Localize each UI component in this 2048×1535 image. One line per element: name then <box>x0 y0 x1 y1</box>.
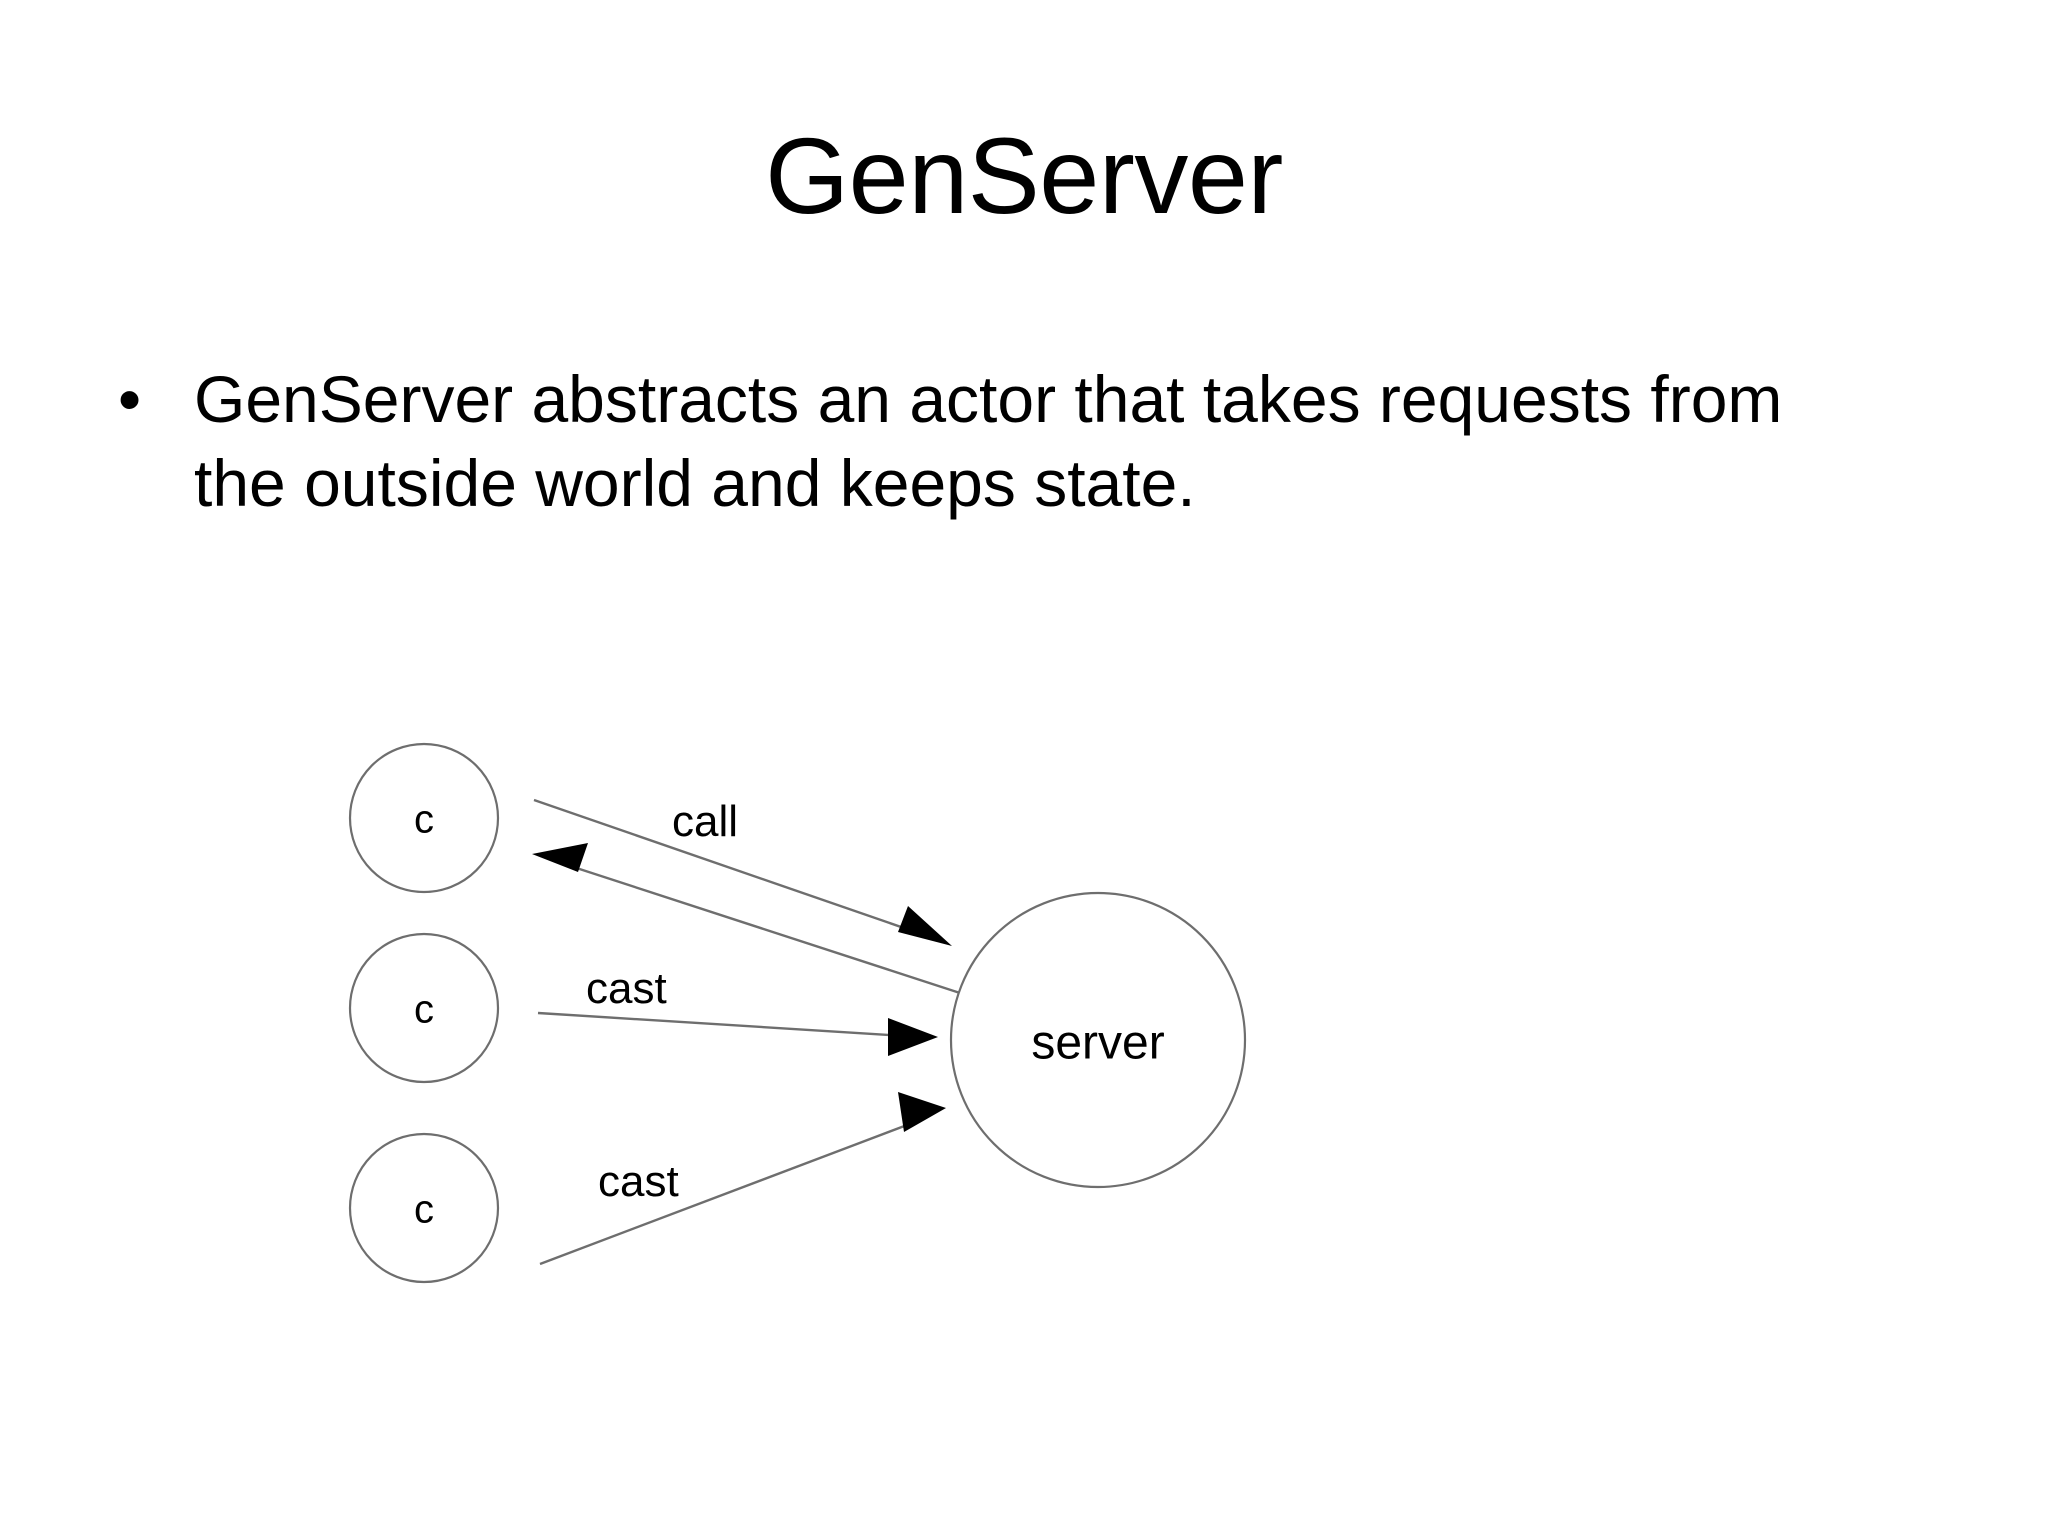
arrowhead-icon <box>898 906 952 946</box>
arrowhead-icon <box>898 1092 946 1132</box>
node-label-client-2: c <box>414 988 434 1032</box>
list-item: • GenServer abstracts an actor that take… <box>118 358 1838 526</box>
node-label-client-3: c <box>414 1188 434 1232</box>
edge-cast-2 <box>539 1092 946 1266</box>
bullet-text: GenServer abstracts an actor that takes … <box>194 362 1783 520</box>
arrowhead-icon <box>532 843 588 872</box>
edge-label-cast-1: cast <box>586 964 667 1013</box>
page-title: GenServer <box>765 115 1283 236</box>
arrowhead-icon <box>888 1018 938 1056</box>
node-client-2[interactable]: c <box>348 932 500 1084</box>
bullet-marker-icon: • <box>118 362 142 436</box>
edge-label-call: call <box>672 797 738 846</box>
edge-label-cast-2: cast <box>598 1157 679 1206</box>
edge-cast-1 <box>537 1011 938 1056</box>
node-client-3[interactable]: c <box>348 1132 500 1284</box>
node-client-1[interactable]: c <box>348 742 500 894</box>
edge-call-request <box>533 798 952 946</box>
node-server[interactable]: server <box>949 891 1247 1189</box>
edge-call-reply <box>532 843 961 995</box>
node-label-server: server <box>1031 1017 1164 1070</box>
node-label-client-1: c <box>414 798 434 842</box>
bullet-list: • GenServer abstracts an actor that take… <box>118 358 1838 526</box>
